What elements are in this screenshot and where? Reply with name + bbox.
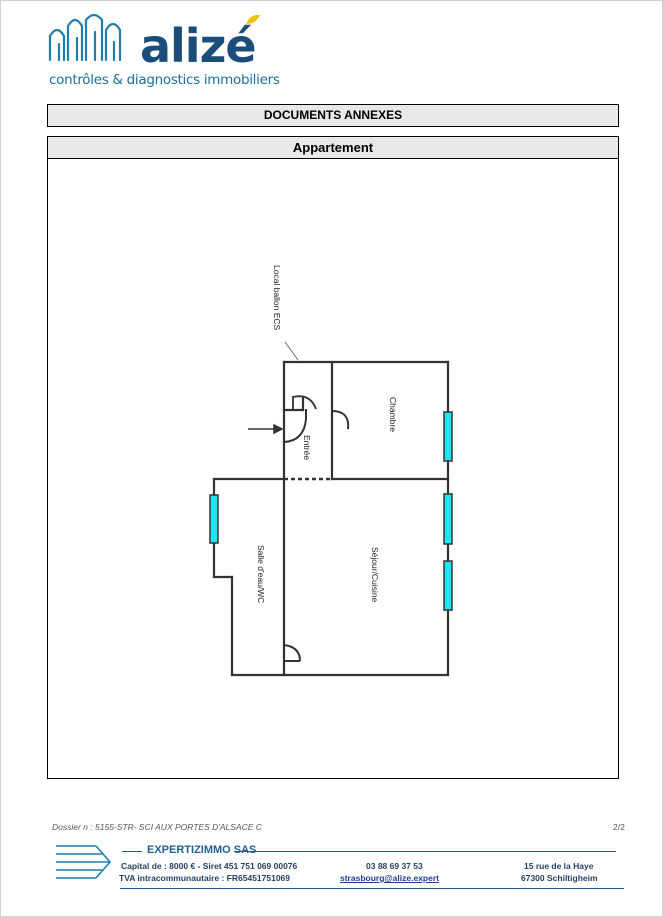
logo-tagline: contrôles & diagnostics immobiliers <box>49 72 280 88</box>
window <box>443 411 453 462</box>
label-sejour: Séjour/Cuisine <box>370 547 380 603</box>
section-title: DOCUMENTS ANNEXES <box>47 104 619 127</box>
footer-divider <box>122 851 142 852</box>
floor-plan: Local ballon ECS Chambre Entrée Salle d'… <box>209 265 453 677</box>
leader-line <box>284 341 299 361</box>
label-chambre: Chambre <box>388 397 398 432</box>
logo-wordmark: alizé <box>140 19 257 73</box>
entry-door-arc <box>283 418 307 443</box>
ballon-door <box>292 395 317 410</box>
window <box>443 493 453 545</box>
company-tva: TVA intracommunautaire : FR65451751069 <box>119 873 291 883</box>
label-salle-eau: Salle d'eau/WC <box>256 545 266 603</box>
company-name: EXPERTIZIMMO SAS <box>147 844 257 856</box>
dossier-number: Dossier n : 5155-STR- SCI AUX PORTES D'A… <box>52 822 262 832</box>
company-logo: alizé contrôles & diagnostics immobilier… <box>46 8 286 92</box>
footer-logo-icon <box>56 845 112 879</box>
window <box>209 494 219 544</box>
company-capital: Capital de : 8000 € - Siret 451 751 069 … <box>121 861 298 871</box>
arrow-head-icon <box>273 423 284 435</box>
label-local-ballon: Local ballon ECS <box>272 265 282 331</box>
floor-plan-panel: Local ballon ECS Chambre Entrée Salle d'… <box>47 158 619 779</box>
logo-accent-leaf-icon <box>246 14 260 24</box>
page-number: 2/2 <box>613 822 625 832</box>
company-address-line2: 67300 Schiltigheim <box>521 873 598 883</box>
company-phone[interactable]: 03 88 69 37 53 <box>366 861 423 871</box>
company-address-line1: 15 rue de la Haye <box>524 861 594 871</box>
buildings-logo-icon <box>48 13 122 62</box>
company-email-link[interactable]: strasbourg@alize.expert <box>340 873 439 883</box>
label-entree: Entrée <box>302 435 312 460</box>
footer-divider <box>234 851 616 852</box>
subsection-title: Appartement <box>47 136 619 159</box>
footer-bottom-divider <box>120 888 624 889</box>
window <box>443 560 453 611</box>
chambre-door-arc <box>331 410 350 430</box>
sde-door-arc <box>283 644 301 662</box>
